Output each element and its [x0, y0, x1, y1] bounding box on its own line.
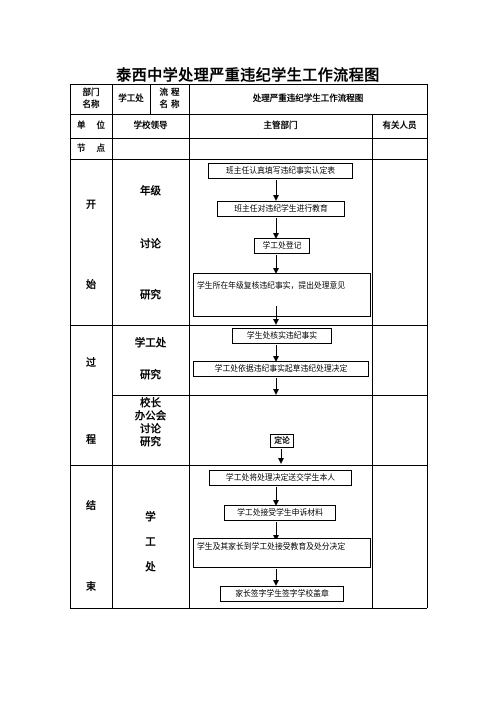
- leader-xue: 学: [145, 511, 156, 523]
- main-dept-header: 主管部门: [263, 121, 298, 131]
- arrow-down-icon: [278, 449, 284, 464]
- step-send-decision: 学工处将处理决定送交学生本人: [209, 470, 352, 486]
- leader-gong: 工: [145, 536, 156, 548]
- leader-research-2: 研究: [140, 369, 161, 381]
- leader-research: 研究: [140, 289, 161, 301]
- section-end-label-1: 结: [86, 501, 96, 512]
- dept-name-label: 部门名称: [82, 88, 100, 110]
- step-register: 学工处登记: [254, 238, 310, 254]
- section-start-label-2: 始: [86, 280, 96, 291]
- section-process-label-1: 过: [86, 358, 96, 369]
- related-people-header: 有关人员: [382, 121, 417, 131]
- dept-value: 学工处: [118, 94, 144, 104]
- flow-name-value: 处理严重违纪学生工作流程图: [252, 94, 364, 104]
- section-end-label-2: 束: [86, 582, 96, 593]
- step-fill-form: 班主任认真填写违纪事实认定表: [208, 163, 353, 179]
- node-label: 节点: [77, 143, 105, 154]
- arrow-down-icon: [273, 218, 279, 239]
- step-draft-decision: 学工处依据违纪事实起草违纪处理决定: [193, 361, 369, 377]
- leader-chu: 处: [145, 561, 156, 573]
- arrow-down-icon: [273, 255, 279, 274]
- step-accept-appeal: 学工处接受学生申诉材料: [224, 505, 336, 521]
- step-verify-facts: 学生处核实违纪事实: [232, 328, 332, 344]
- leader-principal-office: 校长 办公会 讨论 研究: [134, 397, 167, 448]
- step-conclusion: 定论: [270, 434, 294, 448]
- leader-student-affairs: 学工处: [134, 337, 167, 349]
- leader-grade: 年级: [140, 185, 161, 197]
- arrow-down-icon: [273, 180, 279, 201]
- step-sign-stamp: 家长签字学生签字学校盖章: [220, 586, 344, 602]
- page-title: 泰西中学处理严重违纪学生工作流程图: [116, 66, 380, 84]
- arrow-down-icon: [273, 487, 279, 506]
- unit-label: 单位: [77, 121, 105, 131]
- arrow-down-icon: [273, 345, 279, 362]
- step-parent-education: 学生及其家长到学工处接受教育及处分决定: [193, 538, 371, 568]
- arrow-down-icon: [273, 522, 279, 541]
- arrow-down-icon: [273, 569, 279, 586]
- step-grade-review: 学生所在年级复核违纪事实，提出处理意见: [193, 273, 371, 317]
- school-leader-header: 学校领导: [133, 121, 168, 131]
- section-process-label-2: 程: [86, 435, 96, 446]
- section-start-label-1: 开: [86, 200, 96, 211]
- arrow-down-icon: [273, 378, 279, 395]
- arrow-down-icon: [273, 306, 279, 325]
- flow-name-label: 流 程名 称: [159, 88, 180, 110]
- leader-discuss: 讨论: [140, 238, 161, 250]
- step-educate-student: 班主任对违纪学生进行教育: [217, 201, 345, 217]
